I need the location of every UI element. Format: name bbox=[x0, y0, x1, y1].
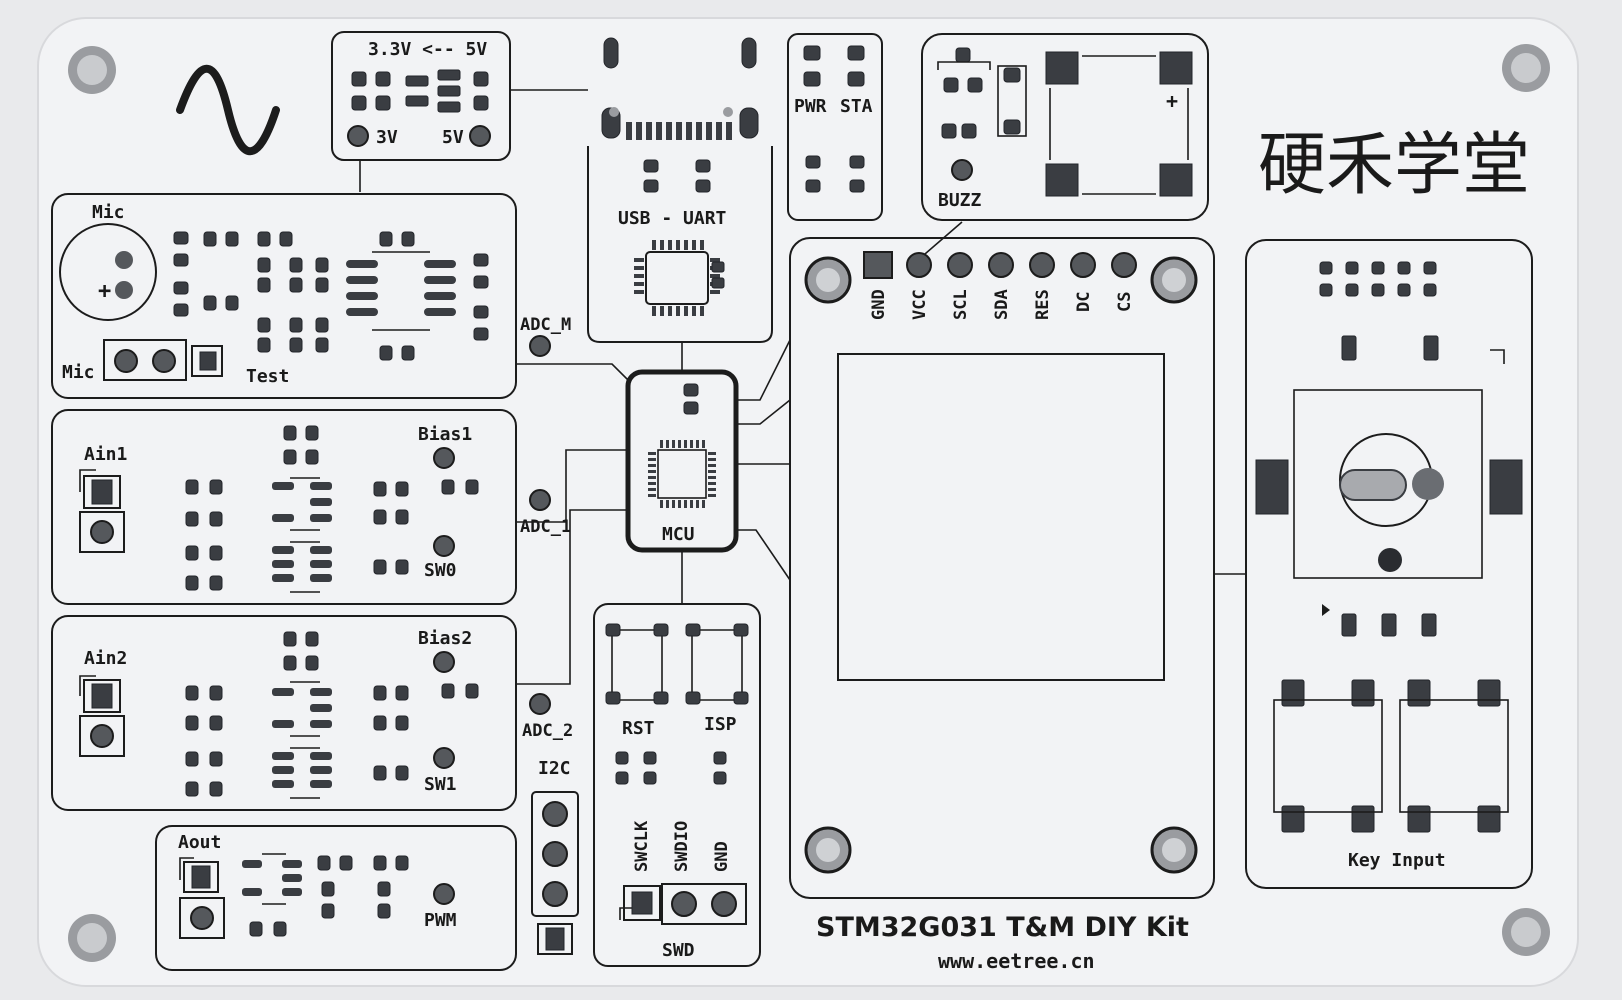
sine-wave-logo-icon bbox=[176, 64, 280, 156]
mic-block: Mic + Mic Test bbox=[51, 193, 517, 399]
ain1-label: Ain1 bbox=[84, 444, 127, 465]
oled-pin-vcc: VCC bbox=[910, 289, 930, 320]
ain1-block: Ain1 Bias1 SW0 bbox=[51, 409, 517, 605]
key-input-block: Key Input bbox=[1214, 239, 1533, 889]
oled-pin-scl: SCL bbox=[951, 289, 971, 320]
mcu-block: MCU bbox=[625, 339, 791, 604]
ain2-block: Ain2 Bias2 SW1 bbox=[51, 615, 517, 811]
i2c-header: I2C bbox=[531, 758, 579, 955]
label-3v: 3V bbox=[376, 127, 398, 148]
ain2-label: Ain2 bbox=[84, 648, 127, 669]
swd-pin-swdio: SWDIO bbox=[672, 821, 692, 872]
oled-pin-dc: DC bbox=[1074, 292, 1094, 312]
bias2-label: Bias2 bbox=[418, 628, 472, 649]
i2c-label: I2C bbox=[538, 758, 571, 779]
oled-module: GND VCC SCL SDA RES DC CS bbox=[789, 237, 1215, 899]
swd-pin-swclk: SWCLK bbox=[632, 820, 652, 872]
pcb-substrate bbox=[37, 17, 1579, 987]
swd-label: SWD bbox=[662, 940, 695, 961]
adc-1-label: ADC_1 bbox=[520, 517, 571, 537]
mounting-holes bbox=[68, 44, 1550, 962]
pwm-label: PWM bbox=[424, 910, 457, 931]
board-url: www.eetree.cn bbox=[938, 949, 1095, 973]
oled-pin-res: RES bbox=[1033, 289, 1053, 320]
aout-label: Aout bbox=[178, 832, 221, 853]
mic-plus: + bbox=[98, 279, 111, 304]
key-input-label: Key Input bbox=[1348, 850, 1446, 871]
oled-screen-outline bbox=[837, 353, 1165, 681]
mcu-label: MCU bbox=[662, 524, 695, 545]
sw1-label: SW1 bbox=[424, 774, 457, 795]
isp-label: ISP bbox=[704, 714, 737, 735]
mic-top-label: Mic bbox=[92, 202, 125, 223]
swd-pin-gnd: GND bbox=[712, 841, 732, 872]
sw0-label: SW0 bbox=[424, 560, 457, 581]
oled-pin-gnd: GND bbox=[869, 289, 889, 320]
buzzer-block: BUZZ + bbox=[917, 33, 1209, 261]
oled-pin-cs: CS bbox=[1115, 292, 1135, 312]
mic-bottom-label: Mic bbox=[62, 362, 95, 383]
usb-uart-label: USB - UART bbox=[618, 208, 727, 229]
adc-2-label: ADC_2 bbox=[522, 721, 573, 741]
test-label: Test bbox=[246, 366, 289, 387]
sta-label: STA bbox=[840, 96, 873, 117]
buzz-label: BUZZ bbox=[938, 190, 982, 211]
power-select-block: 3.3V <-- 5V 3V 5V bbox=[331, 31, 588, 192]
adc-m-label: ADC_M bbox=[520, 315, 571, 335]
oled-pin-sda: SDA bbox=[992, 289, 1012, 320]
aout-block: Aout PWM bbox=[155, 825, 517, 971]
pwr-label: PWR bbox=[794, 96, 827, 117]
usb-uart-block: USB - UART bbox=[587, 37, 773, 343]
swd-block: RST ISP SWCLK SWDIO GND SWD bbox=[593, 603, 761, 967]
brand-chinese: 硬禾学堂 bbox=[1258, 126, 1530, 205]
buzz-plus: + bbox=[1166, 89, 1178, 113]
adc-testpoints: ADC_M ADC_1 ADC_2 bbox=[516, 315, 631, 741]
rst-label: RST bbox=[622, 718, 655, 739]
label-5v: 5V bbox=[442, 127, 464, 148]
bias1-label: Bias1 bbox=[418, 424, 472, 445]
board-title: STM32G031 T&M DIY Kit bbox=[816, 912, 1189, 943]
power-select-label: 3.3V <-- 5V bbox=[368, 39, 487, 60]
pwr-sta-block: PWR STA bbox=[787, 33, 883, 221]
